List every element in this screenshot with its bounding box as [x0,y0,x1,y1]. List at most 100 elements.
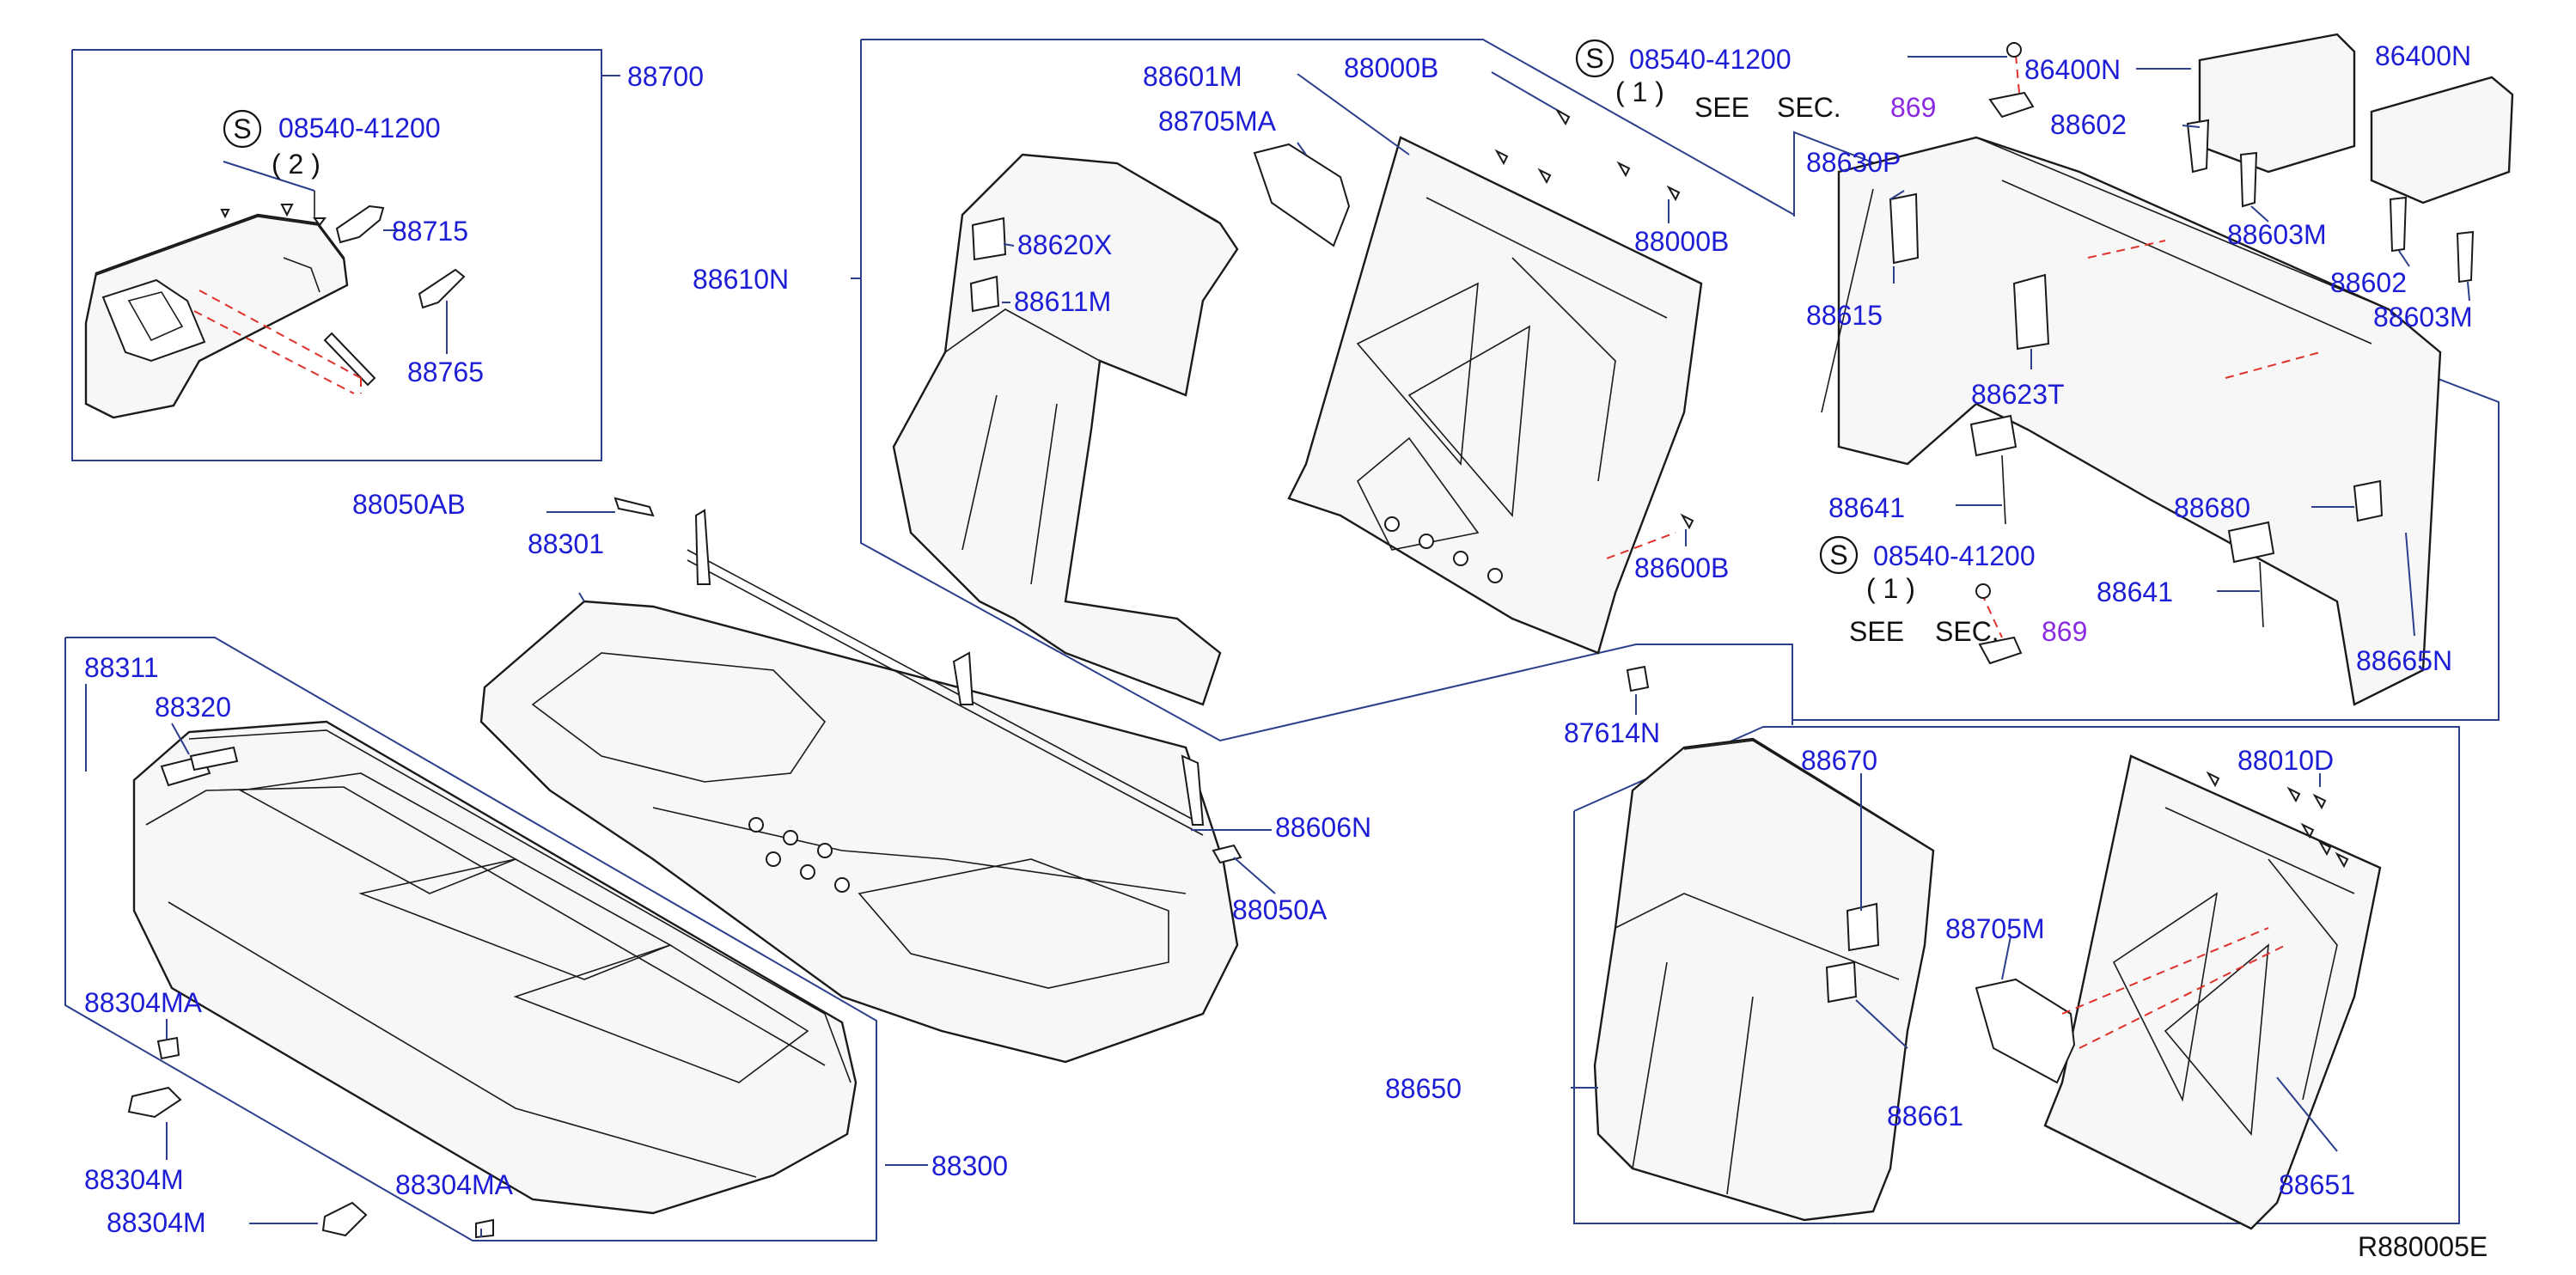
armrest-body [84,213,349,419]
clip-88304m-b [321,1201,368,1237]
frame-seatback-right [1792,131,2500,721]
tag-88615 [1889,192,1920,265]
label-86400n-a[interactable]: 86400N [2024,54,2121,85]
guide-88602-b [2389,196,2408,253]
label-88615[interactable]: 88615 [1806,300,1883,331]
label-88602-a[interactable]: 88602 [2050,109,2127,140]
clip-88304m-a [127,1086,182,1119]
cushion-frame-88301 [479,497,1242,1064]
label-88670[interactable]: 88670 [1801,745,1877,776]
guide-88603m-a [2239,151,2258,208]
label-88304ma-a[interactable]: 88304MA [84,987,203,1018]
label-88000b-b[interactable]: 88000B [1634,226,1729,257]
clip-88765 [418,268,466,309]
label-88603m-b[interactable]: 88603M [2373,302,2473,332]
label-qty-a: ( 2 ) [272,149,320,180]
bracket-88715 [335,204,385,244]
label-86400n-b[interactable]: 86400N [2375,40,2471,71]
standard-part-symbols: S S S [223,39,1859,575]
label-88311[interactable]: 88311 [84,652,159,683]
s-symbol-b [1575,39,1615,78]
label-87614n[interactable]: 87614N [1564,717,1660,748]
label-88641-b[interactable]: 88641 [2097,576,2173,607]
label-sec-c: SEC. [1935,616,1999,647]
label-see-b: SEE [1694,92,1749,123]
bush-87614n [1626,665,1650,692]
label-see-c: SEE [1849,616,1904,647]
label-88611m[interactable]: 88611M [1014,286,1111,317]
label-88620x[interactable]: 88620X [1017,229,1112,260]
label-88680[interactable]: 88680 [2174,492,2250,523]
label-88623t[interactable]: 88623T [1971,379,2065,410]
label-88705m[interactable]: 88705M [1945,913,2045,944]
headrest-86400n-b [2370,76,2514,204]
label-88602-b[interactable]: 88602 [2330,267,2407,298]
armrest-assembly [84,191,466,419]
drawing-number: R880005E [2358,1231,2487,1262]
label-sec-b: SEC. [1777,92,1841,123]
s-symbol-a-text: S [233,113,251,144]
screw-88540-a [313,217,327,227]
screw-88600b [1680,513,1694,530]
hook-88623t [2012,273,2050,351]
frame-cushion [64,637,877,1241]
bolt-88050ab [613,497,655,517]
label-qty-b: ( 1 ) [1615,76,1664,107]
label-88641-a[interactable]: 88641 [1828,492,1905,523]
label-88600b[interactable]: 88600B [1634,552,1729,583]
label-88300[interactable]: 88300 [931,1150,1008,1181]
bracket-88705ma [1253,143,1351,247]
label-88601m[interactable]: 88601M [1143,61,1242,92]
headrest-86400n-a [2198,33,2356,174]
label-88606n[interactable]: 88606N [1275,812,1371,843]
leader-lines [85,56,2470,1237]
label-s-code-c[interactable]: 08540-41200 [1873,540,2036,571]
tag-88620x [971,217,1007,261]
label-88765[interactable]: 88765 [407,357,484,387]
label-s-code-a[interactable]: 08540-41200 [278,113,441,143]
frame-seatback-left-lower [860,40,1793,742]
s-symbol-c [1819,535,1859,575]
label-88301[interactable]: 88301 [528,528,604,559]
striker-88641-a [1969,414,2017,457]
s-symbol-b-text: S [1585,43,1603,74]
guide-88603m-b [2456,230,2475,284]
label-88050ab[interactable]: 88050AB [352,489,466,520]
striker-88641-b [2227,521,2275,564]
label-ref-869-b[interactable]: 869 [1890,92,1936,123]
armrest-rod [323,332,376,387]
label-88661[interactable]: 88661 [1887,1101,1963,1132]
back-frame-88651 [1975,754,2382,1230]
tag-88611m [969,275,1000,313]
tag-88320 [189,746,239,772]
label-s-code-b[interactable]: 08540-41200 [1629,44,1792,75]
bracket-88705m [1975,978,2076,1084]
label-88665n[interactable]: 88665N [2356,645,2452,676]
label-88651[interactable]: 88651 [2279,1169,2355,1200]
label-88630p[interactable]: 88630P [1806,147,1901,178]
tag-88680 [2353,479,2384,522]
label-88304ma-b[interactable]: 88304MA [395,1169,514,1200]
clip-88304ma-b [475,1218,494,1239]
label-qty-c: ( 1 ) [1866,573,1915,604]
part-labels: 88700 08540-41200 ( 2 ) 88715 88765 8805… [84,40,2487,1262]
seatback-lower-88650 [1593,737,1935,1222]
seatback-left-88610n [892,153,1239,706]
label-88304m-b[interactable]: 88304M [107,1207,206,1238]
label-88304m-a[interactable]: 88304M [84,1164,184,1195]
label-88610n[interactable]: 88610N [693,264,789,295]
label-88320[interactable]: 88320 [155,692,231,723]
label-88715[interactable]: 88715 [392,216,468,247]
tag-88661 [1825,961,1858,1004]
label-88010d[interactable]: 88010D [2237,745,2334,776]
label-88700[interactable]: 88700 [627,61,704,92]
label-88000b-a[interactable]: 88000B [1344,52,1438,83]
label-88050a[interactable]: 88050A [1232,894,1328,925]
label-ref-869-c[interactable]: 869 [2042,616,2087,647]
clip-88304ma-a [156,1036,180,1060]
frame-seatback-left [861,39,1795,217]
label-88705ma[interactable]: 88705MA [1158,106,1277,137]
label-88603m-a[interactable]: 88603M [2227,219,2327,250]
label-88650[interactable]: 88650 [1385,1073,1462,1104]
